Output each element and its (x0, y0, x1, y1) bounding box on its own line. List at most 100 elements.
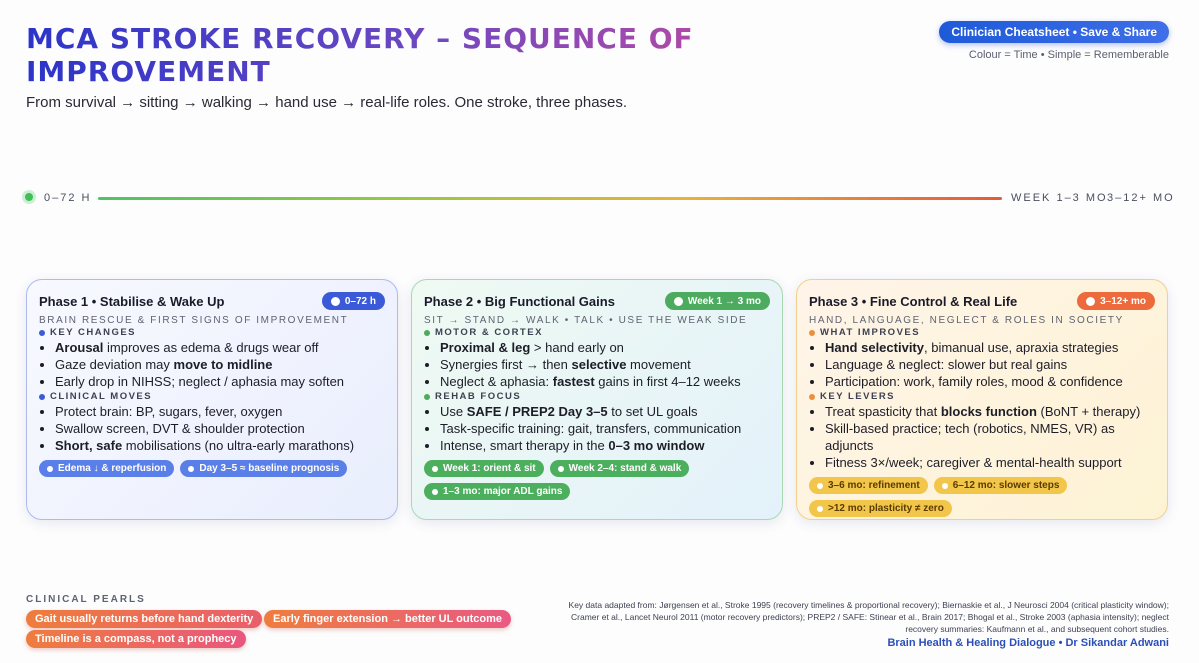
bullet-dot-icon (809, 393, 815, 400)
phase-tag: Day 3–5 ≈ baseline prognosis (180, 460, 348, 477)
tag-label: 6–12 mo: slower steps (952, 480, 1060, 491)
section-heading: WHAT IMPROVES (809, 327, 1155, 338)
bullet-dot-icon (39, 329, 45, 336)
tag-dot-icon (432, 488, 438, 495)
bullet-dot-icon (424, 393, 430, 400)
tag-label: 3–6 mo: refinement (828, 480, 920, 491)
tag-dot-icon (817, 505, 823, 512)
bullet-dot-icon (39, 393, 45, 400)
pearls-heading: CLINICAL PEARLS (26, 594, 146, 605)
timeline-gradient-line (98, 197, 1002, 200)
phase-tag: 1–3 mo: major ADL gains (424, 483, 571, 500)
section-list: Arousal improves as edema & drugs wear o… (39, 339, 385, 390)
list-item: Skill-based practice; tech (robotics, NM… (825, 420, 1155, 454)
list-item: Early drop in NIHSS; neglect / aphasia m… (55, 373, 385, 390)
phase-title: Phase 2 • Big Functional Gains (424, 293, 615, 309)
tag-dot-icon (941, 482, 948, 489)
section-heading-label: KEY CHANGES (50, 327, 137, 338)
section-heading: KEY LEVERS (809, 391, 1155, 402)
section-heading: REHAB FOCUS (424, 391, 770, 402)
tag-dot-icon (188, 465, 195, 472)
list-item: Swallow screen, DVT & shoulder protectio… (55, 420, 385, 437)
phase-card-1: Phase 1 • Stabilise & Wake Up 0–72 h BRAIN… (26, 279, 398, 520)
timeline-start-dot (25, 193, 33, 201)
tag-label: Week 2–4: stand & walk (568, 463, 682, 474)
phase-title: Phase 1 • Stabilise & Wake Up (39, 293, 225, 309)
phase-subtitle: SIT → STAND → WALK • TALK • USE THE WEAK… (424, 315, 748, 326)
section-heading-label: CLINICAL MOVES (50, 391, 153, 402)
phase-subtitle: HAND, LANGUAGE, NEGLECT & ROLES IN SOCIE… (809, 315, 1124, 326)
list-item: Gaze deviation may move to midline (55, 356, 385, 373)
card-header: Phase 3 • Fine Control & Real Life 3–12+ … (809, 290, 1155, 312)
list-item: Task-specific training: gait, transfers,… (440, 420, 770, 437)
list-item: Language & neglect: slower but real gain… (825, 356, 1155, 373)
list-item: Intense, smart therapy in the 0–3 mo win… (440, 437, 770, 454)
tag-label: >12 mo: plasticity ≠ zero (828, 503, 944, 514)
section-heading: CLINICAL MOVES (39, 391, 385, 402)
chip-dot-icon (1086, 296, 1096, 306)
list-item: Proximal & leg > hand early on (440, 339, 770, 356)
section-list: Use SAFE / PREP2 Day 3–5 to set UL goals… (424, 403, 770, 454)
phase-tag: >12 mo: plasticity ≠ zero (809, 500, 952, 517)
pearl-badge: Timeline is a compass, not a prophecy (26, 630, 246, 648)
tag-dot-icon (47, 465, 53, 472)
list-item: Neglect & aphasia: fastest gains in firs… (440, 373, 770, 390)
bullet-dot-icon (809, 329, 815, 336)
section-heading-label: KEY LEVERS (820, 391, 896, 402)
phase-tag: 6–12 mo: slower steps (933, 477, 1068, 494)
page-subtitle: From survival → sitting → walking → hand… (26, 94, 628, 111)
cheatsheet-button[interactable]: Clinician Cheatsheet • Save & Share (939, 21, 1169, 43)
card-header: Phase 2 • Big Functional Gains Week 1 → 3… (424, 290, 770, 312)
bullet-dot-icon (424, 329, 430, 336)
list-item: Treat spasticity that blocks function (B… (825, 403, 1155, 420)
phase-time-chip: 3–12+ mo (1077, 292, 1155, 310)
section-list: Treat spasticity that blocks function (B… (809, 403, 1155, 471)
phase-tag: Edema ↓ & reperfusion (39, 460, 175, 477)
phase-card-2: Phase 2 • Big Functional Gains Week 1 → 3… (411, 279, 783, 520)
section-list: Protect brain: BP, sugars, fever, oxygen… (39, 403, 385, 454)
timeline-start-label: 0–72 H (44, 192, 92, 204)
tag-label: 1–3 mo: major ADL gains (443, 486, 563, 497)
references: Key data adapted from: Jørgensen et al.,… (568, 600, 1169, 634)
section-heading-label: MOTOR & CORTEX (435, 327, 543, 338)
phase-tag: 3–6 mo: refinement (809, 477, 928, 494)
section-heading: MOTOR & CORTEX (424, 327, 770, 338)
list-item: Protect brain: BP, sugars, fever, oxygen (55, 403, 385, 420)
phase-title: Phase 3 • Fine Control & Real Life (809, 293, 1018, 309)
section-heading: KEY CHANGES (39, 327, 385, 338)
page-title: MCA STROKE RECOVERY – SEQUENCE OF IMPROV… (26, 22, 706, 88)
timeline-mid-label: WEEK 1–3 MO (1011, 192, 1108, 204)
section-list: Proximal & leg > hand early onSynergies … (424, 339, 770, 390)
phase-time-chip: 0–72 h (321, 292, 385, 310)
phase-time-chip: Week 1 → 3 mo (664, 292, 770, 310)
chip-dot-icon (330, 296, 340, 306)
section-list: Hand selectivity, bimanual use, apraxia … (809, 339, 1155, 390)
chip-label: Week 1 → 3 mo (687, 295, 761, 307)
tag-dot-icon (817, 482, 823, 489)
list-item: Arousal improves as edema & drugs wear o… (55, 339, 385, 356)
chip-dot-icon (673, 296, 683, 306)
chip-label: 3–12+ mo (1100, 295, 1146, 307)
tag-label: Week 1: orient & sit (443, 463, 536, 474)
phase-tags: Edema ↓ & reperfusion Day 3–5 ≈ baseline … (39, 460, 385, 477)
timeline-end-label: 3–12+ MO (1107, 192, 1175, 204)
phase-tags: 3–6 mo: refinement 6–12 mo: slower steps >… (809, 477, 1155, 517)
tag-label: Day 3–5 ≈ baseline prognosis (199, 463, 340, 474)
phase-card-3: Phase 3 • Fine Control & Real Life 3–12+ … (796, 279, 1168, 520)
list-item: Use SAFE / PREP2 Day 3–5 to set UL goals (440, 403, 770, 420)
tagline: Colour = Time • Simple = Rememberable (968, 49, 1169, 61)
phase-tags: Week 1: orient & sit Week 2–4: stand & wa… (424, 460, 770, 500)
section-heading-label: REHAB FOCUS (435, 391, 522, 402)
list-item: Hand selectivity, bimanual use, apraxia … (825, 339, 1155, 356)
tag-dot-icon (432, 465, 438, 472)
pearl-badge: Gait usually returns before hand dexteri… (26, 610, 263, 628)
card-header: Phase 1 • Stabilise & Wake Up 0–72 h (39, 290, 385, 312)
phase-tag: Week 2–4: stand & walk (549, 460, 690, 477)
list-item: Participation: work, family roles, mood … (825, 373, 1155, 390)
tag-dot-icon (557, 465, 564, 472)
phase-subtitle: BRAIN RESCUE & FIRST SIGNS OF IMPROVEMEN… (39, 315, 349, 326)
phase-tag: Week 1: orient & sit (424, 460, 544, 477)
chip-label: 0–72 h (344, 295, 376, 307)
list-item: Fitness 3×/week; caregiver & mental-heal… (825, 454, 1155, 471)
pearl-badge: Early finger extension → better UL outco… (264, 610, 512, 628)
